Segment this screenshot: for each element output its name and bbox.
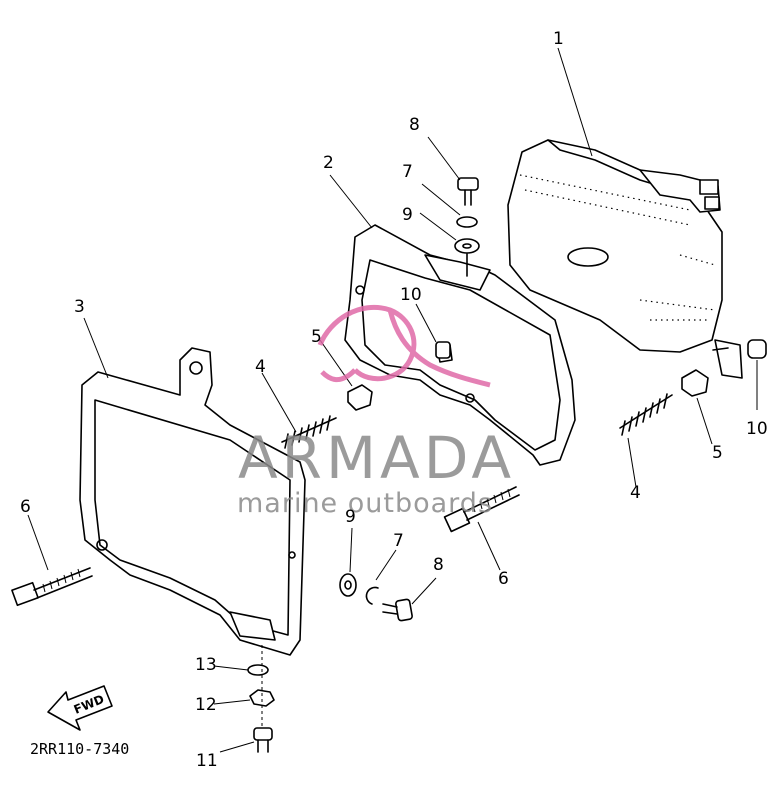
- callout-4: 4: [255, 357, 266, 377]
- bolt-11: [253, 727, 273, 753]
- nut-right: [681, 369, 709, 397]
- headlight-unit: [507, 139, 743, 379]
- outer-bezel: [79, 347, 306, 656]
- adjust-spring-right: [619, 393, 673, 436]
- cap-center: [435, 341, 451, 359]
- nut-left: [347, 384, 373, 411]
- callout-3: 3: [74, 297, 85, 317]
- fwd-arrow-icon: FWD: [47, 685, 113, 731]
- callout-7: 7: [402, 162, 413, 182]
- callout-5: 5: [311, 327, 322, 347]
- callout-11: 11: [196, 751, 218, 771]
- nut-12: [249, 689, 275, 707]
- spring-washer-bottom: [365, 586, 379, 605]
- armada-watermark: ARMADA marine outboards: [237, 304, 515, 519]
- callout-4: 4: [630, 483, 641, 503]
- spring-washer-top: [456, 216, 478, 228]
- callout-6: 6: [20, 497, 31, 517]
- washer-bottom: [339, 573, 357, 597]
- callout-10: 10: [400, 285, 422, 305]
- watermark-subtitle: marine outboards: [237, 488, 493, 519]
- callout-7: 7: [393, 531, 404, 551]
- adjust-spring-left: [281, 415, 337, 449]
- part-code: 2RR110-7340: [30, 740, 129, 758]
- cap-right: [747, 339, 767, 359]
- callout-5: 5: [712, 443, 723, 463]
- callout-9: 9: [345, 507, 356, 527]
- callout-6: 6: [498, 569, 509, 589]
- callout-8: 8: [409, 115, 420, 135]
- washer-13: [247, 664, 269, 676]
- screw-bottom: [382, 598, 413, 622]
- screw-top: [457, 177, 479, 206]
- washer-top: [454, 238, 480, 277]
- callout-1: 1: [553, 29, 564, 49]
- armada-logo-icon: [317, 304, 491, 388]
- callout-9: 9: [402, 205, 413, 225]
- callout-8: 8: [433, 555, 444, 575]
- callout-13: 13: [195, 655, 217, 675]
- bolt-left: [11, 567, 93, 607]
- bolt-right: [443, 486, 520, 533]
- watermark-title: ARMADA: [238, 424, 515, 492]
- callout-2: 2: [323, 153, 334, 173]
- callout-12: 12: [195, 695, 217, 715]
- callout-10: 10: [746, 419, 768, 439]
